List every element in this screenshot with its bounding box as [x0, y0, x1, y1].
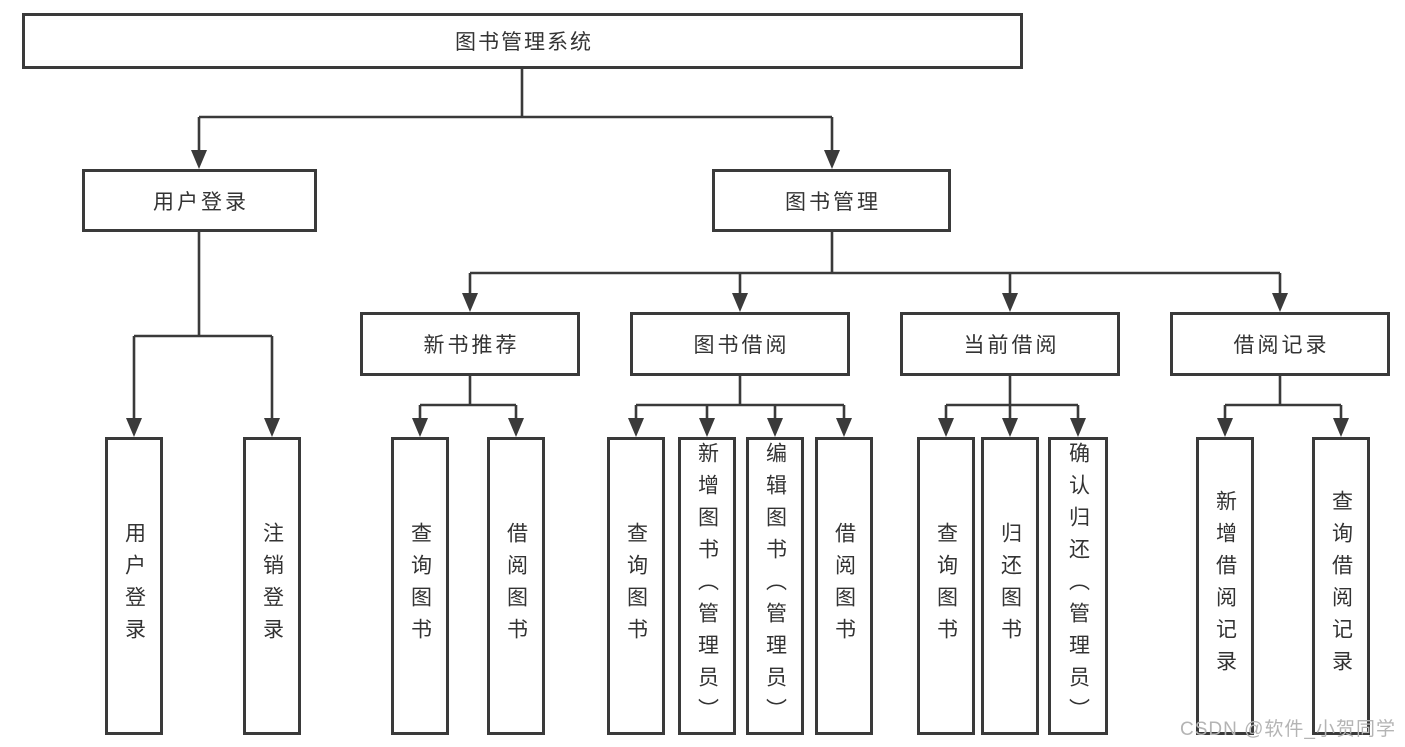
connector-root-to-level2 — [191, 69, 840, 169]
leaf-query-book-current: 查询图书 — [917, 437, 975, 735]
leaf-logout: 注销登录 — [243, 437, 301, 735]
node-user-login: 用户登录 — [82, 169, 317, 232]
connector-new-book-to-leaves — [412, 376, 524, 437]
connector-user-login-to-leaves — [126, 232, 280, 437]
node-borrow-records: 借阅记录 — [1170, 312, 1390, 376]
connector-book-management-to-level3 — [462, 232, 1288, 312]
connector-borrow-records-to-leaves — [1217, 376, 1349, 437]
leaf-add-borrow-record: 新增借阅记录 — [1196, 437, 1254, 735]
leaf-return-book: 归还图书 — [981, 437, 1039, 735]
node-book-management: 图书管理 — [712, 169, 951, 232]
node-current-borrow: 当前借阅 — [900, 312, 1120, 376]
leaf-query-book-recommend: 查询图书 — [391, 437, 449, 735]
connector-current-borrow-to-leaves — [938, 376, 1086, 437]
node-book-borrow: 图书借阅 — [630, 312, 850, 376]
leaf-add-book-admin: 新增图书（管理员） — [678, 437, 736, 735]
leaf-borrow-book-recommend: 借阅图书 — [487, 437, 545, 735]
connector-book-borrow-to-leaves — [628, 376, 852, 437]
leaf-confirm-return-admin: 确认归还（管理员） — [1048, 437, 1108, 735]
leaf-edit-book-admin: 编辑图书（管理员） — [746, 437, 804, 735]
csdn-watermark: CSDN @软件_小贺同学 — [1180, 719, 1396, 740]
leaf-query-book-borrow: 查询图书 — [607, 437, 665, 735]
leaf-user-login: 用户登录 — [105, 437, 163, 735]
leaf-query-borrow-record: 查询借阅记录 — [1312, 437, 1370, 735]
node-new-book-recommend: 新书推荐 — [360, 312, 580, 376]
leaf-borrow-book: 借阅图书 — [815, 437, 873, 735]
node-root-library-system: 图书管理系统 — [22, 13, 1023, 69]
